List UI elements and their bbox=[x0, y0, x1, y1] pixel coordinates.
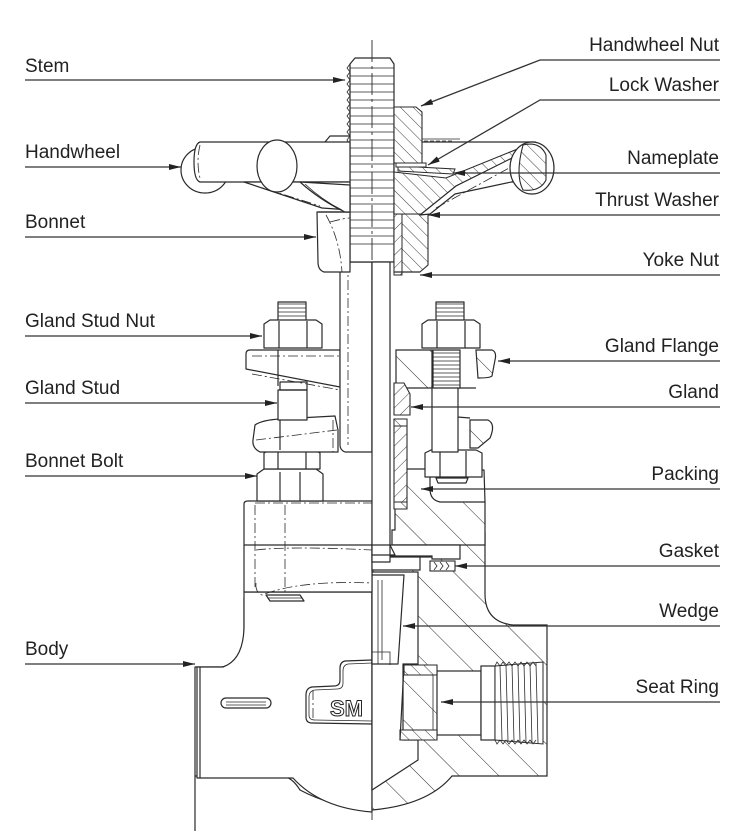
gland-flange-right bbox=[395, 349, 497, 449]
label-packing: Packing bbox=[651, 464, 719, 485]
body-marking: SM bbox=[330, 696, 363, 721]
label-thrust-washer: Thrust Washer bbox=[595, 190, 720, 211]
label-seat-ring: Seat Ring bbox=[636, 677, 719, 698]
label-gland: Gland bbox=[668, 382, 719, 403]
gland-stud-right bbox=[421, 301, 481, 453]
bonnet-bolt-part bbox=[256, 449, 324, 502]
lock-washer-part bbox=[395, 162, 427, 168]
yoke-nut-part bbox=[393, 213, 429, 276]
label-handwheel-nut: Handwheel Nut bbox=[589, 35, 720, 56]
body-neck-section bbox=[371, 468, 486, 571]
label-gasket: Gasket bbox=[659, 541, 720, 562]
label-lock-washer: Lock Washer bbox=[609, 75, 720, 96]
label-nameplate: Nameplate bbox=[627, 148, 719, 169]
label-stem: Stem bbox=[25, 56, 69, 77]
label-gland-flange: Gland Flange bbox=[605, 336, 719, 357]
gland-flange-left bbox=[245, 349, 341, 391]
packing-part bbox=[393, 418, 408, 510]
gland-stud-part bbox=[277, 381, 308, 421]
gasket-part bbox=[429, 560, 456, 572]
label-bonnet-bolt: Bonnet Bolt bbox=[25, 451, 124, 472]
gland-stud-nut-left bbox=[263, 301, 323, 349]
bonnet-column bbox=[339, 261, 373, 453]
handwheel-part bbox=[180, 135, 555, 216]
right-leaders bbox=[403, 59, 720, 705]
bonnet-yoke-lower bbox=[252, 415, 339, 453]
left-leaders bbox=[25, 77, 345, 667]
bonnet-top bbox=[316, 211, 351, 273]
wedge-part bbox=[371, 574, 405, 665]
label-handwheel: Handwheel bbox=[25, 142, 120, 163]
gland-part bbox=[393, 382, 411, 416]
label-gland-stud-nut: Gland Stud Nut bbox=[25, 311, 156, 332]
bonnet-flange bbox=[243, 500, 373, 602]
label-yoke-nut: Yoke Nut bbox=[643, 250, 720, 271]
label-body: Body bbox=[25, 639, 69, 660]
label-wedge: Wedge bbox=[659, 601, 719, 622]
seat-ring-part bbox=[399, 664, 438, 741]
body-part: SM bbox=[194, 591, 373, 831]
label-bonnet: Bonnet bbox=[25, 212, 86, 233]
bonnet-bolt-right bbox=[424, 449, 486, 503]
handwheel-nut-part bbox=[393, 106, 460, 164]
label-gland-stud: Gland Stud bbox=[25, 378, 120, 399]
